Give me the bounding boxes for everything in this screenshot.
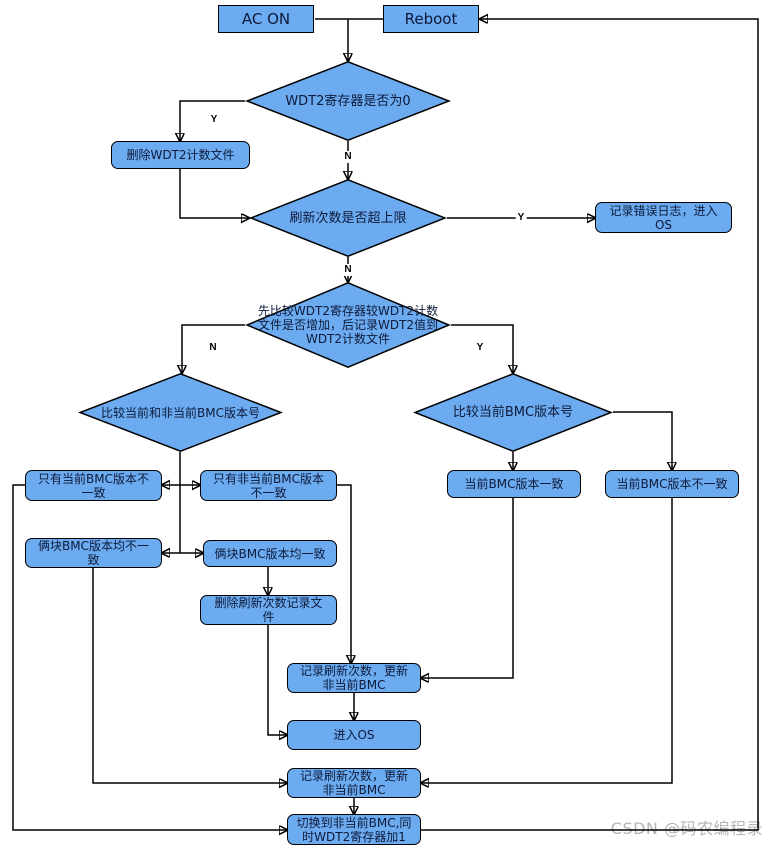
diamond-shape: [413, 373, 613, 452]
decision-compare-both-bmc-label: 比较当前和非当前BMC版本号: [101, 405, 260, 420]
edge-delete-file-d2: [179, 169, 249, 218]
process-record-refresh-update-1-label: 记录刷新次数，更新 非当前BMC: [299, 664, 408, 692]
process-enter-os: 进入OS: [287, 720, 421, 750]
edge-switch-to-reboot: [421, 19, 759, 831]
label-d2-no: N: [342, 264, 354, 276]
process-delete-wdt2-file-label: 删除WDT2计数文件: [126, 148, 235, 162]
process-record-refresh-update-1: 记录刷新次数，更新 非当前BMC: [287, 663, 421, 693]
process-record-refresh-update-2: 记录刷新次数，更新 非当前BMC: [287, 768, 421, 798]
decision-compare-current-bmc-label: 比较当前BMC版本号: [452, 405, 574, 420]
edge-d3-no-d4: [182, 324, 245, 373]
process-current-bmc-same: 当前BMC版本一致: [447, 470, 581, 498]
decision-refresh-over-limit-label: 刷新次数是否超上限: [289, 210, 407, 226]
decision-wdt2-register-zero: WDT2寄存器是否为0: [245, 61, 451, 141]
label-d1-yes: Y: [208, 114, 220, 126]
node-ac-on: AC ON: [218, 5, 314, 33]
process-enter-os-label: 进入OS: [333, 728, 375, 742]
label-d1-no: N: [342, 151, 354, 163]
process-current-bmc-diff: 当前BMC版本不一致: [605, 470, 739, 498]
decision-compare-current-bmc: 比较当前BMC版本号: [413, 373, 613, 452]
edge-bothdiff-to-record2: [92, 568, 287, 783]
process-delete-wdt2-file: 删除WDT2计数文件: [111, 141, 250, 169]
process-current-bmc-same-label: 当前BMC版本一致: [464, 477, 564, 491]
process-both-bmc-diff-label: 俩块BMC版本均不一 致: [38, 539, 149, 567]
decision-refresh-over-limit: 刷新次数是否超上限: [249, 179, 447, 257]
diamond-shape: [245, 61, 451, 141]
process-both-bmc-same-label: 俩块BMC版本均一致: [214, 546, 326, 561]
diamond-shape: [78, 373, 283, 452]
watermark: CSDN @码农编程录: [610, 819, 763, 838]
process-both-bmc-diff: 俩块BMC版本均不一 致: [25, 538, 162, 568]
edge-d3-yes-d5: [451, 324, 513, 373]
process-switch-bmc-label: 切换到非当前BMC,同 时WDT2寄存器加1: [296, 815, 412, 844]
label-d3-no: N: [207, 342, 219, 354]
decision-compare-wdt2-count-label: 先比较WDT2寄存器较WDT2计数 文件是否增加，后记录WDT2值到 WDT2计…: [257, 304, 439, 346]
decision-wdt2-register-zero-label: WDT2寄存器是否为0: [285, 93, 411, 109]
node-ac-on-label: AC ON: [241, 10, 291, 28]
node-reboot: Reboot: [383, 5, 479, 33]
edge-d5-to-curdiff: [613, 411, 672, 470]
edge-onlycur-to-switch: [12, 484, 287, 830]
diamond-shape: [245, 282, 451, 368]
label-d3-yes: Y: [474, 342, 486, 354]
diamond-shape: [249, 179, 447, 257]
process-both-bmc-same: 俩块BMC版本均一致: [203, 540, 337, 567]
process-switch-bmc: 切换到非当前BMC,同 时WDT2寄存器加1: [287, 814, 421, 845]
label-d2-yes: Y: [515, 212, 527, 224]
decision-compare-both-bmc: 比较当前和非当前BMC版本号: [78, 373, 283, 452]
process-log-error-enter-os-label: 记录错误日志，进入 OS: [609, 203, 718, 232]
edge-onlynoncur-to-record1: [337, 484, 351, 663]
process-log-error-enter-os: 记录错误日志，进入 OS: [595, 202, 732, 233]
process-only-current-diff-label: 只有当前BMC版本不 一致: [38, 471, 149, 500]
process-only-noncurrent-diff-label: 只有非当前BMC版本 不一致: [213, 471, 324, 500]
edge-delrefresh-to-enteros: [267, 625, 287, 735]
process-only-noncurrent-diff: 只有非当前BMC版本 不一致: [200, 470, 337, 501]
node-reboot-label: Reboot: [404, 10, 458, 28]
edge-curdiff-to-record2: [421, 498, 673, 783]
edge-d1-yes-delete-file: [180, 100, 245, 141]
decision-compare-wdt2-count: 先比较WDT2寄存器较WDT2计数 文件是否增加，后记录WDT2值到 WDT2计…: [245, 282, 451, 368]
process-delete-refresh-file: 删除刷新次数记录文 件: [200, 595, 337, 625]
process-current-bmc-diff-label: 当前BMC版本不一致: [616, 477, 728, 491]
edge-cursame-to-record1: [421, 498, 514, 678]
process-delete-refresh-file-label: 删除刷新次数记录文 件: [214, 596, 323, 624]
process-only-current-diff: 只有当前BMC版本不 一致: [25, 470, 162, 501]
process-record-refresh-update-2-label: 记录刷新次数，更新 非当前BMC: [299, 769, 408, 797]
